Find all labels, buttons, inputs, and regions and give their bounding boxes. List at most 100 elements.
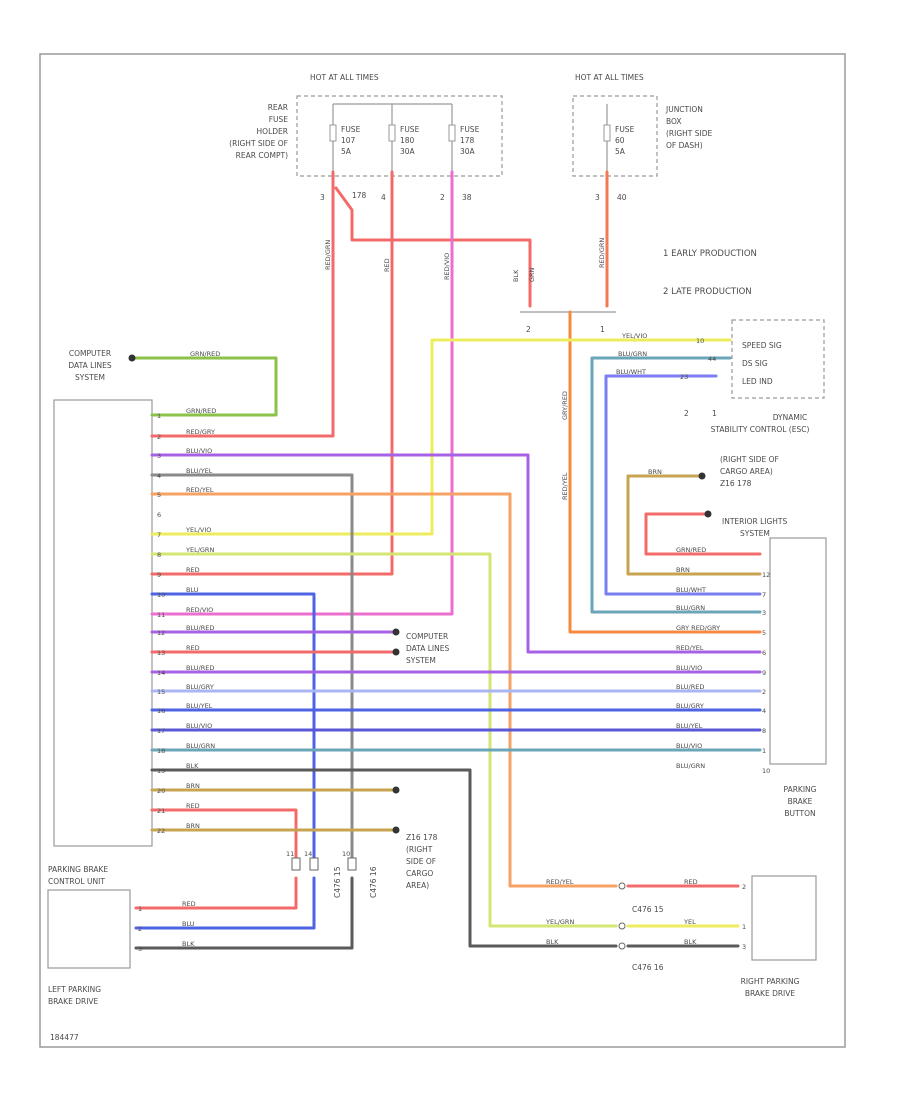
junction-location-2: (RIGHT SIDE [666, 129, 713, 138]
wire-blu [150, 592, 316, 868]
wire-label-vertical-gry: GRY/RED [561, 391, 569, 420]
fuse-panel-location-1: FUSE [269, 115, 289, 124]
fuse-pin-2: 2 [440, 193, 445, 202]
fuse-107-line2: 107 [341, 136, 356, 145]
control-unit-pin: 9 [157, 571, 161, 579]
button-pin: 6 [762, 649, 766, 657]
fuse-pin-3: 3 [320, 193, 325, 202]
right-drive-in-label: RED/YEL [546, 878, 574, 886]
junction-box-title: HOT AT ALL TIMES [575, 73, 644, 82]
fuse-180-line2: 180 [400, 136, 415, 145]
button-wire-label: BLU/GRY [676, 702, 704, 710]
control-unit-wire-label: BLU/VIO [186, 447, 212, 455]
control-unit-wire-label: BLU/YEL [186, 467, 213, 475]
wire-label-comp-top: GRN/RED [190, 350, 220, 358]
ground-terminal [698, 472, 706, 480]
control-unit-wire-label: RED/YEL [186, 486, 214, 494]
control-unit-pin: 4 [157, 472, 161, 480]
wire-esc-speed [150, 338, 732, 536]
junction-connector-40: 40 [617, 193, 627, 202]
wire-blu-yel [150, 473, 354, 868]
right-drive-label-0: RIGHT PARKING [741, 977, 800, 986]
c476-left-c [347, 857, 357, 871]
fuse-panel-location-3: (RIGHT SIDE OF [229, 139, 288, 148]
control-unit-wire-label: RED [186, 566, 200, 574]
wire-label-splice-blk: BLK [512, 269, 520, 282]
control-unit-wire-label: BLU/RED [186, 624, 214, 632]
button-wire-label: BLU/VIO [676, 742, 702, 750]
computer-top-label-1: DATA LINES [68, 361, 111, 370]
wire-esc-ds [590, 356, 762, 614]
button-pin: 9 [762, 669, 766, 677]
wire-fuse178 [150, 170, 454, 616]
fuse-pin-4: 4 [381, 193, 386, 202]
parking-brake-button [769, 537, 827, 765]
parking-brake-control-unit [53, 399, 153, 847]
fuse-panel-title: HOT AT ALL TIMES [310, 73, 379, 82]
ground-label-0: (RIGHT SIDE OF [720, 455, 779, 464]
junction-box: HOT AT ALL TIMES FUSE 60 5A JUNCTION BOX… [572, 73, 713, 202]
control-unit-wire-label: BLU/GRN [186, 742, 215, 750]
interior-label-0: INTERIOR LIGHTS [722, 517, 787, 526]
cargo-ground-label-0: Z16 178 [406, 833, 438, 842]
control-unit-pin: 15 [157, 688, 165, 696]
control-unit-wire-label: RED/GRY [186, 428, 215, 436]
left-parking-brake-drive [47, 889, 131, 969]
computer-mid-label-0: COMPUTER [406, 632, 448, 641]
fuse-connector-38: 38 [462, 193, 472, 202]
esc-pin: 44 [708, 355, 716, 363]
button-wire-label: BRN [676, 566, 690, 574]
wire-left-blu [134, 876, 316, 930]
terminals [128, 354, 712, 950]
c476-left-b [309, 857, 319, 871]
comp-mid-terminal-2 [392, 648, 400, 656]
wire-blk [150, 768, 618, 948]
button-wire-label: BLU/GRN [676, 762, 705, 770]
control-unit-pin: 11 [157, 611, 165, 619]
button-pin: 2 [762, 688, 766, 696]
control-unit-wire-label: BRN [186, 822, 200, 830]
fuse-panel-location-0: REAR [268, 103, 288, 112]
esc-module-box [731, 319, 825, 399]
fuse-panel-location-2: HOLDER [257, 127, 288, 136]
wire-label-splice-grn: GRN [528, 267, 536, 282]
computer-top-label-2: SYSTEM [75, 373, 105, 382]
computer-mid-label-2: SYSTEM [406, 656, 436, 665]
button-wire-label: GRY RED/GRY [676, 624, 720, 632]
note-early-production: 1 EARLY PRODUCTION [663, 249, 757, 259]
left-drive-pin: 3 [138, 945, 142, 953]
control-unit-wire-label: BLU [186, 586, 199, 594]
button-label-0: PARKING [784, 785, 817, 794]
control-unit-wire-label: BLK [186, 762, 199, 770]
control-unit-pin: 6 [157, 511, 161, 519]
button-pin: 3 [762, 609, 766, 617]
left-drive-wire-label: RED [182, 900, 196, 908]
control-unit-wire-label: RED [186, 644, 200, 652]
fuse-180-line3: 30A [400, 147, 416, 156]
esc-pin: 23 [680, 373, 688, 381]
control-unit-wire-label: YEL/GRN [185, 546, 214, 554]
wire-label-esc-led: BLU/WHT [616, 368, 646, 376]
right-drive-pin: 1 [742, 923, 746, 931]
splice-pin-2: 2 [526, 325, 531, 334]
control-unit-pin: 18 [157, 747, 165, 755]
interior-terminal [704, 510, 712, 518]
junction-fuse-line1: FUSE [615, 125, 635, 134]
right-drive-in-label: YEL/GRN [545, 918, 574, 926]
control-unit-pin: 20 [157, 787, 165, 795]
fuse-180: FUSE 180 30A [388, 104, 420, 172]
left-drive-pin: 2 [138, 925, 142, 933]
junction-location-3: OF DASH) [666, 141, 703, 150]
comp-top-terminal [128, 354, 136, 362]
button-wire-label: BLU/YEL [676, 722, 703, 730]
interior-label-1: SYSTEM [740, 529, 770, 538]
left-drive-label-0: LEFT PARKING [48, 985, 101, 994]
wire-blu-vio [150, 453, 762, 654]
c476-left-label-1: C476 16 [369, 866, 378, 898]
control-unit-pin: 16 [157, 707, 165, 715]
wire-fuse180 [150, 170, 394, 576]
right-drive-pin: 3 [742, 943, 746, 951]
button-label-2: BUTTON [784, 809, 815, 818]
